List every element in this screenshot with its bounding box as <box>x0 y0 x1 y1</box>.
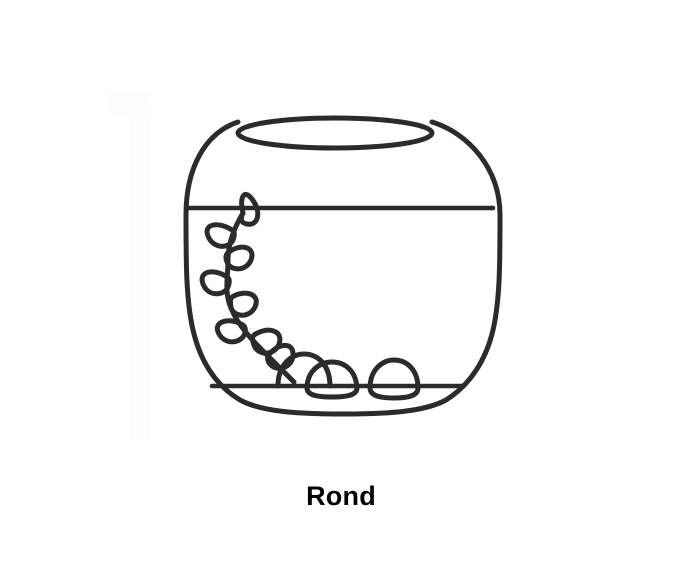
pebble <box>275 351 333 389</box>
plant-leaf <box>265 343 296 371</box>
plant-leaf <box>227 290 259 318</box>
plant-stem <box>224 210 297 385</box>
plant-leaf <box>199 269 232 297</box>
bowl-body-outline <box>183 119 503 417</box>
bowl-rim-ellipse <box>235 115 435 151</box>
plant-leaf <box>238 191 261 227</box>
pebble <box>367 357 421 401</box>
background-panel-secondary <box>110 92 150 114</box>
plant-leaf <box>204 222 237 249</box>
pebble <box>304 359 360 400</box>
plant-leaf <box>214 318 248 345</box>
page-caption: Rond <box>306 481 376 511</box>
plant-leaf <box>250 327 283 356</box>
background-panel <box>129 110 151 440</box>
plant-leaf <box>223 244 255 272</box>
